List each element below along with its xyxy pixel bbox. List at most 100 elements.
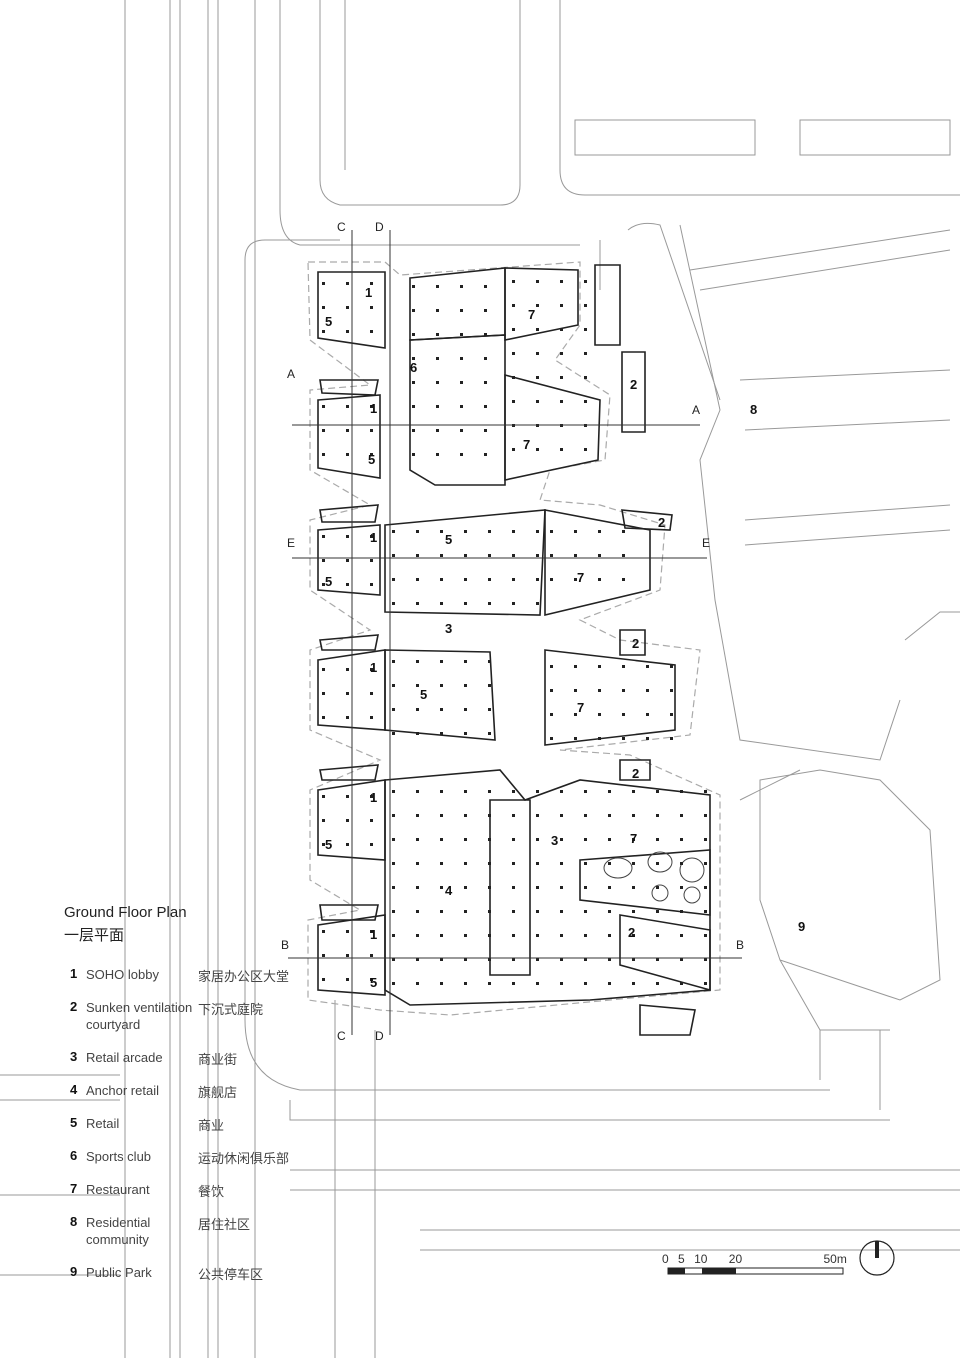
column (370, 930, 373, 933)
column (488, 958, 491, 961)
column (550, 554, 553, 557)
column (574, 689, 577, 692)
column (346, 405, 349, 408)
column (392, 602, 395, 605)
room-label: 5 (325, 574, 332, 589)
column (646, 665, 649, 668)
column (512, 838, 515, 841)
column (632, 934, 635, 937)
column (536, 934, 539, 937)
room-label: 7 (577, 570, 584, 585)
column (584, 328, 587, 331)
column (322, 954, 325, 957)
column (536, 578, 539, 581)
scale-10: 10 (694, 1252, 708, 1266)
column (464, 554, 467, 557)
room-label: 1 (370, 790, 377, 805)
column (512, 910, 515, 913)
column (488, 814, 491, 817)
column (392, 660, 395, 663)
column (536, 838, 539, 841)
column (488, 732, 491, 735)
column (574, 737, 577, 740)
column (346, 535, 349, 538)
column (436, 453, 439, 456)
room-label: 9 (798, 919, 805, 934)
column (632, 790, 635, 793)
column (322, 716, 325, 719)
column (346, 930, 349, 933)
column (512, 400, 515, 403)
scale-labels: 0 5 10 20 50m (662, 1252, 847, 1266)
room-label: 8 (750, 402, 757, 417)
column (346, 716, 349, 719)
room-label: 1 (365, 285, 372, 300)
column (536, 530, 539, 533)
building-walls (317, 264, 711, 1036)
column (656, 814, 659, 817)
column (322, 843, 325, 846)
column (560, 304, 563, 307)
column (416, 660, 419, 663)
column (536, 982, 539, 985)
column (488, 708, 491, 711)
column (656, 958, 659, 961)
column (584, 376, 587, 379)
column (440, 530, 443, 533)
column (488, 910, 491, 913)
column (488, 602, 491, 605)
column (680, 790, 683, 793)
room-label: 5 (370, 975, 377, 990)
column (608, 982, 611, 985)
room-labels: 1 5 6 7 1 5 7 2 8 2 1 5 5 7 3 2 1 5 7 2 … (325, 285, 805, 990)
section-c-bottom: C (337, 1029, 346, 1043)
column (416, 838, 419, 841)
column (574, 713, 577, 716)
column (536, 814, 539, 817)
column (416, 684, 419, 687)
column (656, 982, 659, 985)
column (464, 814, 467, 817)
column (608, 934, 611, 937)
column (416, 578, 419, 581)
column (584, 352, 587, 355)
column (484, 357, 487, 360)
column (488, 934, 491, 937)
column (512, 376, 515, 379)
column (704, 814, 707, 817)
column (392, 554, 395, 557)
column (464, 602, 467, 605)
column (322, 978, 325, 981)
column (632, 814, 635, 817)
column (416, 530, 419, 533)
column (622, 713, 625, 716)
column (464, 958, 467, 961)
column (464, 862, 467, 865)
column (392, 814, 395, 817)
column (536, 352, 539, 355)
column (392, 862, 395, 865)
room-label: 5 (445, 532, 452, 547)
column (608, 790, 611, 793)
room-label: 4 (445, 883, 453, 898)
room-label: 7 (523, 437, 530, 452)
column (322, 535, 325, 538)
section-c-top: C (337, 220, 346, 234)
scale-50: 50m (823, 1252, 847, 1266)
column (370, 692, 373, 695)
column (346, 843, 349, 846)
section-e-right: E (702, 536, 710, 550)
column (584, 814, 587, 817)
column (488, 838, 491, 841)
section-d-bottom: D (375, 1029, 384, 1043)
column (416, 910, 419, 913)
column (598, 713, 601, 716)
plan-title-cn: 一层平面 (64, 927, 125, 944)
column (680, 934, 683, 937)
column (584, 862, 587, 865)
column (322, 583, 325, 586)
column (484, 429, 487, 432)
column (416, 934, 419, 937)
column (560, 790, 563, 793)
column (440, 934, 443, 937)
